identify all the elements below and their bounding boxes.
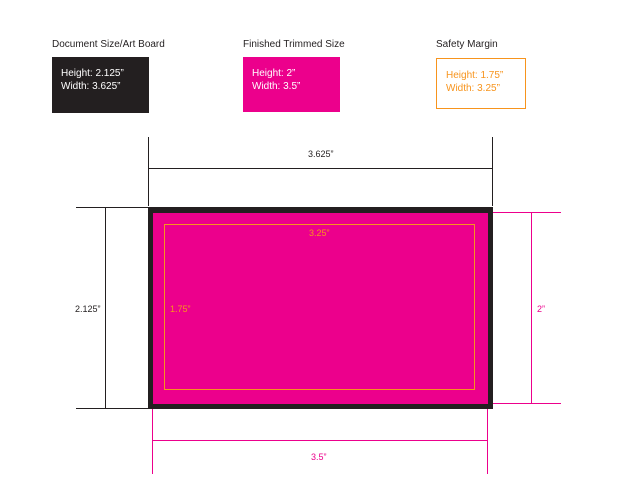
legend-swatch-safety: Height: 1.75” Width: 3.25” (436, 58, 526, 109)
legend-swatch-trim: Height: 2” Width: 3.5” (243, 57, 340, 112)
legend-document-height: Height: 2.125” (61, 68, 124, 79)
doc-height-extension-bottom (76, 408, 148, 409)
legend-document-width: Width: 3.625” (61, 81, 121, 92)
trim-width-dimension-line (152, 440, 488, 441)
safety-height-label: 1.75” (170, 304, 191, 314)
doc-height-label: 2.125” (75, 304, 101, 314)
safety-width-label: 3.25” (309, 228, 330, 238)
trim-height-label: 2” (537, 304, 546, 314)
doc-width-extension-right (492, 137, 493, 206)
doc-width-label: 3.625” (308, 149, 334, 159)
legend-safety-width: Width: 3.25” (446, 83, 500, 94)
legend-trim-width: Width: 3.5” (252, 81, 301, 92)
doc-height-dimension-line (105, 207, 106, 409)
trim-height-extension-bottom (490, 403, 561, 404)
safety-margin-outline (164, 224, 475, 390)
trim-width-label: 3.5” (311, 452, 327, 462)
legend-swatch-document: Height: 2.125” Width: 3.625” (52, 57, 149, 113)
doc-height-extension-top (76, 207, 148, 208)
trim-width-extension-left (152, 404, 153, 474)
trim-area (153, 213, 488, 404)
legend-title-safety: Safety Margin (436, 39, 498, 50)
legend-title-trim: Finished Trimmed Size (243, 39, 345, 50)
legend-safety-height: Height: 1.75” (446, 70, 504, 81)
doc-width-dimension-line (148, 168, 493, 169)
trim-height-extension-top (490, 212, 561, 213)
trim-height-dimension-line (531, 212, 532, 404)
legend-title-document: Document Size/Art Board (52, 39, 165, 50)
legend-trim-height: Height: 2” (252, 68, 296, 79)
trim-width-extension-right (487, 404, 488, 474)
doc-width-extension-left (148, 137, 149, 206)
